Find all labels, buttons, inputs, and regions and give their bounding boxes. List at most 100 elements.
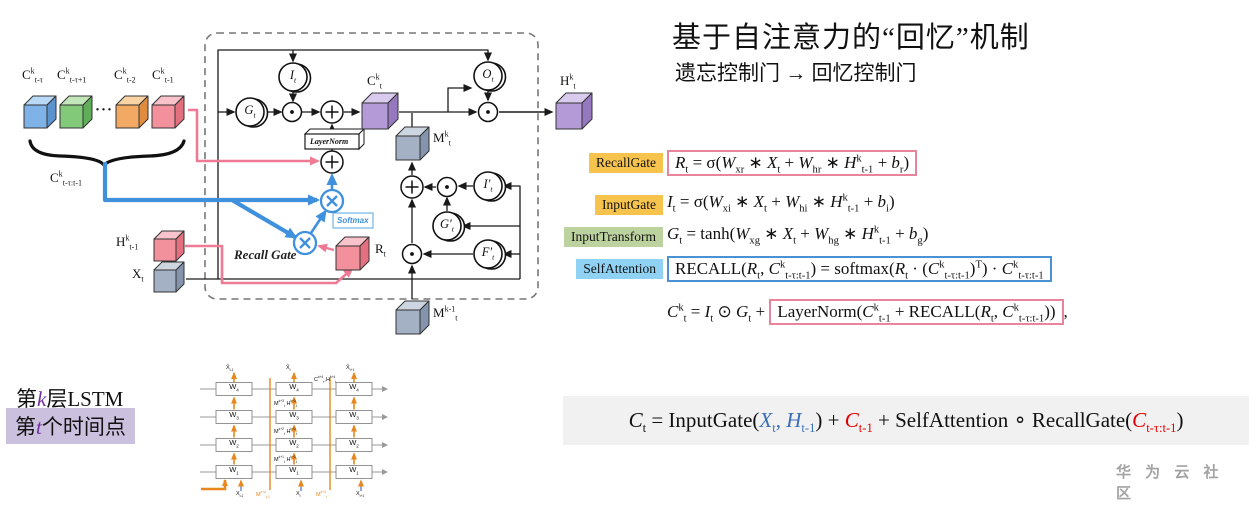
equation-tag-SelfAttention: SelfAttention [576,259,663,279]
gate-transform-gate [235,97,269,128]
mini-top-label: X̂t [286,365,291,373]
gate-input-gate [278,62,312,93]
cube-h-prev [153,230,185,262]
mini-mh-label: Mk+2t Hk+2t [274,427,297,436]
cube-c-hist-2 [59,95,93,129]
softmax-box [332,212,374,229]
mini-cell-w2 [335,438,373,452]
layer-caption-t: 第t个时间点 [6,408,135,444]
layer-caption-k: 第k层LSTM [16,387,124,411]
mini-w-label: W4 [229,381,239,392]
mini-cell-w1 [215,465,253,479]
op-cross-node [319,188,345,214]
layernorm-box [303,127,366,151]
summary-formula-bar: Ct = InputGate(Xt, Ht-1) + Ct-1 + SelfAt… [563,396,1249,445]
equation-tag-InputGate: InputGate [595,195,663,215]
mini-m-label: Mk+4t-2 [256,490,270,499]
cube-c-out [361,92,399,130]
mini-cell-w4 [215,382,253,396]
mini-cell-w1 [335,465,373,479]
equation-tag-RecallGate: RecallGate [589,153,663,173]
equation-tag-InputTransform: InputTransform [563,227,663,247]
op-add-node [320,150,344,174]
mini-cell-w2 [275,438,313,452]
history-brace [28,139,186,168]
page-title: 基于自注意力的“回忆”机制 [672,22,1030,54]
mini-mh-label: Mk+3t Hk+3t [274,399,297,408]
edge-pink [185,244,354,285]
op-cross-node [292,230,318,256]
mini-cell-w4 [335,382,373,396]
mini-cell-w2 [215,438,253,452]
mini-cell-w3 [215,410,253,424]
equation-row-2: It = σ(Wxi ∗ Xt + Whi ∗ Hkt-1 + bi) [667,192,895,215]
equation-row-4: RECALL(Rt, Ckt-τ:t-1) = softmax(Rt · (Ck… [667,256,1052,282]
architecture-svg [23,32,593,335]
equation-row-5: Ckt = It ⊙ Gt + LayerNorm(Ckt-1 + RECALL… [667,299,1068,325]
mini-w-label: W2 [289,437,299,448]
edge-line [447,84,473,112]
op-mul-node [477,101,499,123]
mini-cell-w1 [275,465,313,479]
mini-w-label: W2 [229,437,239,448]
edge-line [217,49,492,279]
edge-blue [102,162,320,206]
mini-cell-w3 [335,410,373,424]
cube-c-hist-3 [115,95,149,129]
cube-h-out [555,92,593,130]
mini-mh-label: Mk+1t Hk+1t [274,455,297,464]
op-add-node [320,100,344,124]
mini-ch-label: Ck+4t,Hk+4t [314,375,337,384]
cube-recall-r [335,236,370,271]
op-add-node [400,175,424,199]
cube-c-hist-4 [151,95,185,129]
gate-input-gate-2 [473,171,507,202]
mini-top-label: X̂t-1 [226,365,234,373]
mini-lstm-svg [200,372,388,491]
mini-m-label: Mk+4t [316,490,327,499]
mini-w-label: W4 [349,381,359,392]
op-mul-node [436,176,458,198]
mini-w-label: W1 [349,464,359,475]
gate-output-gate [473,61,507,92]
op-mul-node [281,101,303,123]
mini-cell-w3 [275,410,313,424]
edge-blue [309,209,327,234]
equation-tag-cell: RecallGate [556,153,663,173]
mini-x-label: Xt-1 [236,491,244,499]
equation-row-1: Rt = σ(Wxr ∗ Xt + Whr ∗ Hkt-1 + br) [667,150,918,176]
mini-w-label: W2 [349,437,359,448]
mini-w-label: W4 [289,381,299,392]
cube-c-hist-1 [23,95,57,129]
mini-w-label: W1 [289,464,299,475]
equation-tag-cell: InputTransform [556,227,663,247]
mini-w-label: W3 [229,409,239,420]
edge-pink [188,108,320,166]
edge-pink [317,243,335,253]
mini-x-label: Xt+1 [356,491,365,499]
watermark: 华 为 云 社 区 [1116,464,1224,502]
edge-blue [230,198,298,239]
cube-m-out [395,126,430,161]
mini-w-label: W1 [229,464,239,475]
dashed-cell-boundary [204,32,539,300]
mini-x-label: Xt [296,491,301,499]
page-subtitle: 遗忘控制门 → 回忆控制门 [675,61,917,85]
gate-transform-gate-2 [432,211,466,242]
mini-w-label: W3 [289,409,299,420]
cube-m-prev [395,300,430,335]
mini-cell-w4 [275,382,313,396]
mini-w-label: W3 [349,409,359,420]
equation-tag-cell: InputGate [556,195,663,215]
mini-top-label: X̂t+1 [346,365,355,373]
cube-x-input [153,261,185,293]
summary-formula: Ct = InputGate(Xt, Ht-1) + Ct-1 + SelfAt… [628,408,1184,436]
equation-tag-cell: SelfAttention [556,259,663,279]
op-mul-node [401,243,423,265]
gate-forget-gate-2 [473,239,507,270]
edge-line [502,182,521,279]
